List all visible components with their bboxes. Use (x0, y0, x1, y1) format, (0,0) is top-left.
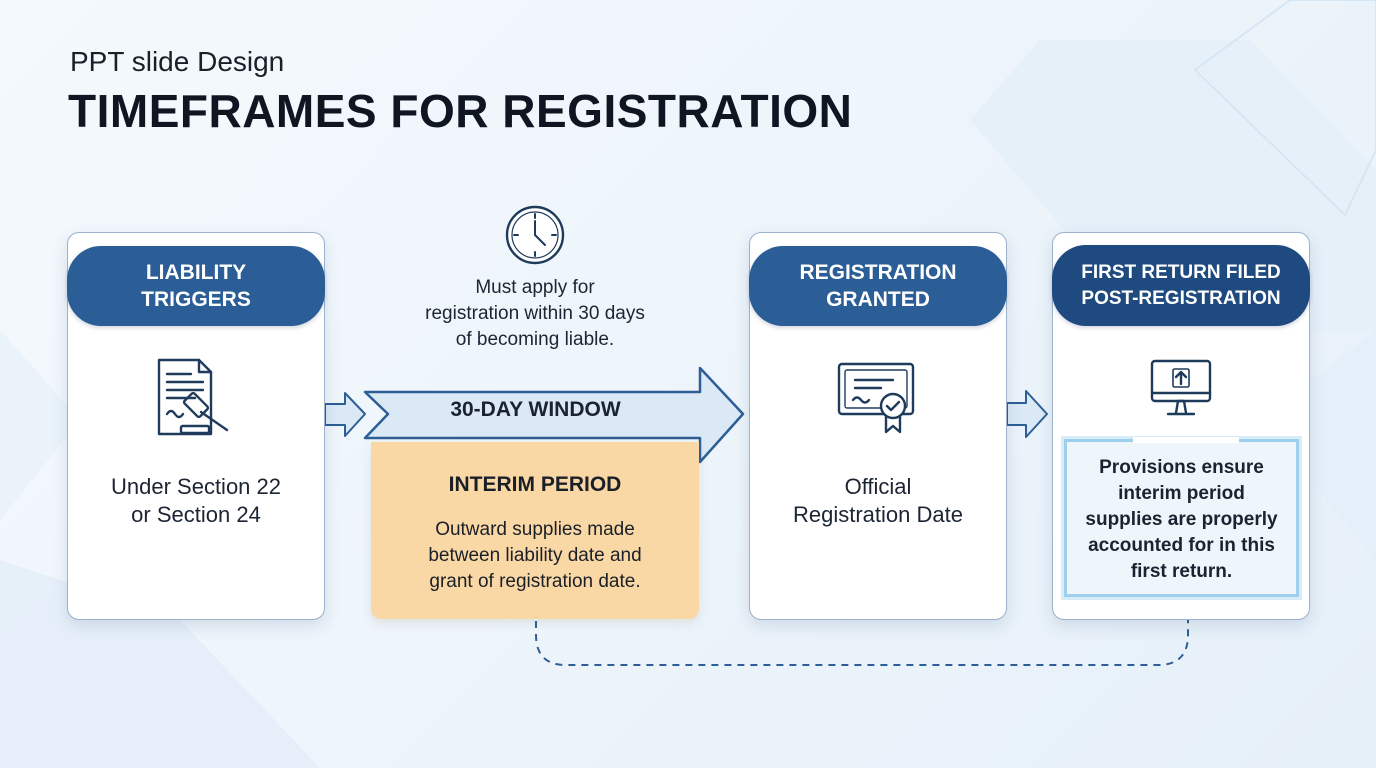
apply-note-line: of becoming liable. (455, 329, 615, 350)
step-title-line: GRANTED (826, 288, 930, 311)
interim-description: Outward supplies made between liability … (371, 517, 699, 595)
dashed-connector (535, 608, 1189, 666)
clock-icon (505, 205, 565, 265)
step-title-line: TRIGGERS (141, 288, 251, 311)
slide-title: TIMEFRAMES FOR REGISTRATION (68, 85, 853, 137)
step-title-pill: FIRST RETURN FILED POST-REGISTRATION (1052, 245, 1310, 326)
arrow-to-first-return (1006, 390, 1048, 438)
interim-description-line: grant of registration date. (429, 571, 641, 592)
step-description-line: Under Section 22 (111, 474, 281, 499)
provision-line: supplies are properly (1085, 509, 1278, 530)
step-title-line: REGISTRATION (799, 261, 957, 284)
window-arrow (363, 366, 745, 464)
provision-line: interim period (1118, 483, 1245, 504)
step-title-pill: REGISTRATION GRANTED (749, 246, 1007, 326)
arrow-to-window (324, 392, 366, 437)
step-title-line: FIRST RETURN FILED (1081, 261, 1281, 283)
certificate-icon (837, 362, 915, 434)
step-description: Official Registration Date (750, 473, 1006, 529)
step-description-line: Official (844, 474, 912, 499)
interim-title: INTERIM PERIOD (448, 473, 622, 496)
step-title-line: POST-REGISTRATION (1081, 287, 1281, 309)
step-description-line: or Section 24 (131, 502, 261, 527)
apply-note-line: Must apply for (475, 277, 595, 298)
step-title-pill: LIABILITY TRIGGERS (67, 246, 325, 326)
interim-description-line: Outward supplies made (435, 519, 635, 540)
provision-line: accounted for in this (1088, 535, 1275, 556)
apply-note-line: registration within 30 days (425, 303, 645, 324)
provision-box: Provisions ensure interim period supplie… (1064, 437, 1299, 597)
slide-subtitle: PPT slide Design (70, 46, 285, 77)
step-card-registration-granted: REGISTRATION GRANTED Official Registrati… (749, 232, 1007, 620)
monitor-upload-icon (1150, 359, 1212, 416)
provision-line: Provisions ensure (1099, 457, 1264, 478)
window-label: 30-DAY WINDOW (450, 398, 621, 421)
step-card-first-return: FIRST RETURN FILED POST-REGISTRATION Pro… (1052, 232, 1310, 620)
step-description-line: Registration Date (793, 502, 963, 527)
step-title-line: LIABILITY (145, 261, 247, 284)
provision-text: Provisions ensure interim period supplie… (1067, 455, 1296, 585)
apply-note: Must apply for registration within 30 da… (405, 275, 665, 353)
step-card-liability-triggers: LIABILITY TRIGGERS Under Section 22 or S… (67, 232, 325, 620)
legal-document-gavel-icon (157, 358, 229, 436)
step-description: Under Section 22 or Section 24 (68, 473, 324, 529)
interim-description-line: between liability date and (428, 545, 642, 566)
interim-period-box: INTERIM PERIOD Outward supplies made bet… (371, 442, 699, 619)
provision-line: first return. (1130, 561, 1233, 582)
provision-notch (1133, 437, 1239, 443)
